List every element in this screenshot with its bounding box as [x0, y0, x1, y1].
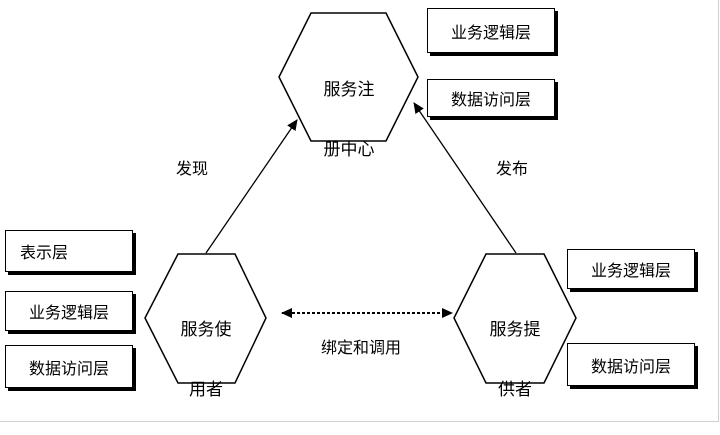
- consumer-label: 服务使 用者: [156, 285, 256, 435]
- provider-label: 服务提 供者: [465, 285, 565, 435]
- consumer-hexagon: [144, 253, 267, 384]
- provider-label-line2: 供者: [498, 380, 532, 400]
- consumer-label-line2: 用者: [189, 380, 223, 400]
- registry-label-line2: 册中心: [323, 140, 375, 160]
- provider-label-line1: 服务提: [489, 320, 541, 340]
- consumer-label-line1: 服务使: [180, 320, 232, 340]
- diagram-canvas: [144, 12, 577, 384]
- consumer-layer-presentation: 表示层: [5, 230, 133, 272]
- discover-arrow: [205, 119, 298, 254]
- registry-hexagon: [278, 12, 419, 142]
- provider-layer-data: 数据访问层: [567, 343, 695, 386]
- consumer-layer-data: 数据访问层: [5, 345, 133, 388]
- publish-label: 发布: [496, 159, 529, 178]
- registry-label-line1: 服务注: [323, 80, 375, 100]
- publish-arrow: [413, 102, 517, 254]
- consumer-layer-business: 业务逻辑层: [5, 291, 133, 331]
- registry-layer-data: 数据访问层: [427, 79, 555, 117]
- provider-hexagon: [453, 253, 577, 384]
- discover-label: 发现: [176, 159, 209, 178]
- bind-invoke-label: 绑定和调用: [321, 338, 402, 357]
- registry-label: 服务注 册中心: [299, 45, 399, 195]
- diagram-frame: [0, 0, 719, 422]
- registry-layer-business: 业务逻辑层: [427, 8, 555, 53]
- provider-layer-business: 业务逻辑层: [567, 249, 695, 289]
